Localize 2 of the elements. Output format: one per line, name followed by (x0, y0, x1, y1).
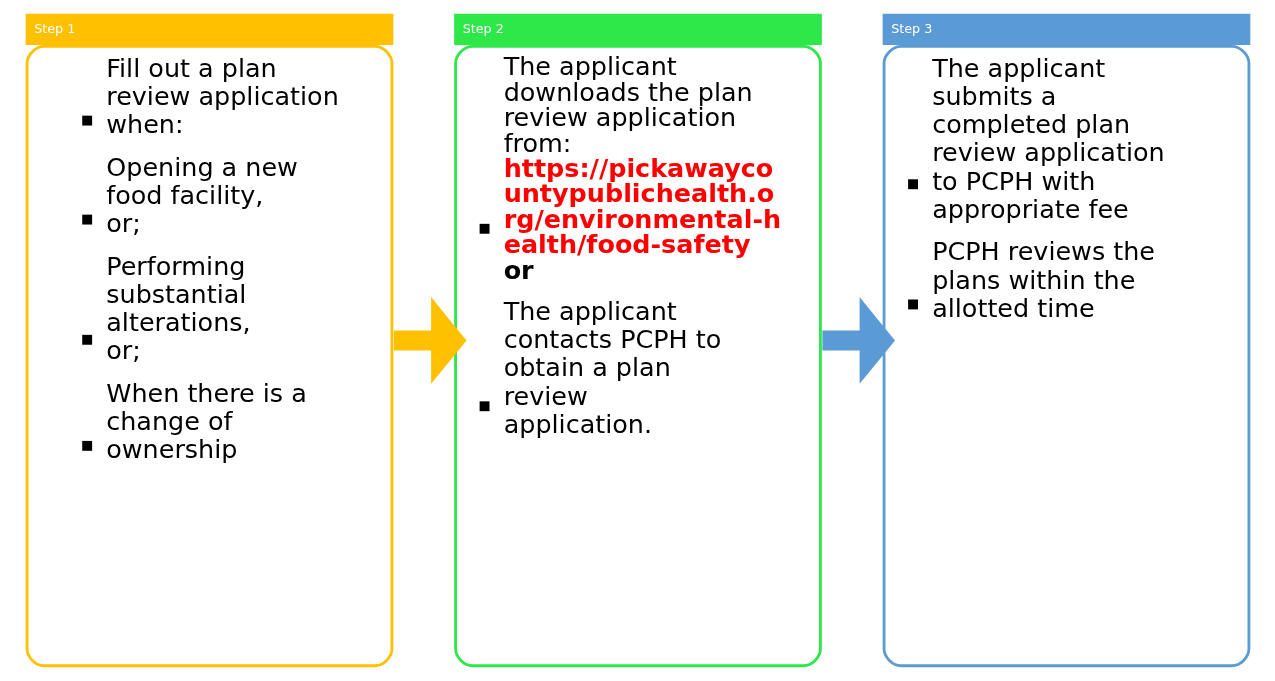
arrow (393, 297, 467, 384)
arrow (821, 297, 895, 384)
